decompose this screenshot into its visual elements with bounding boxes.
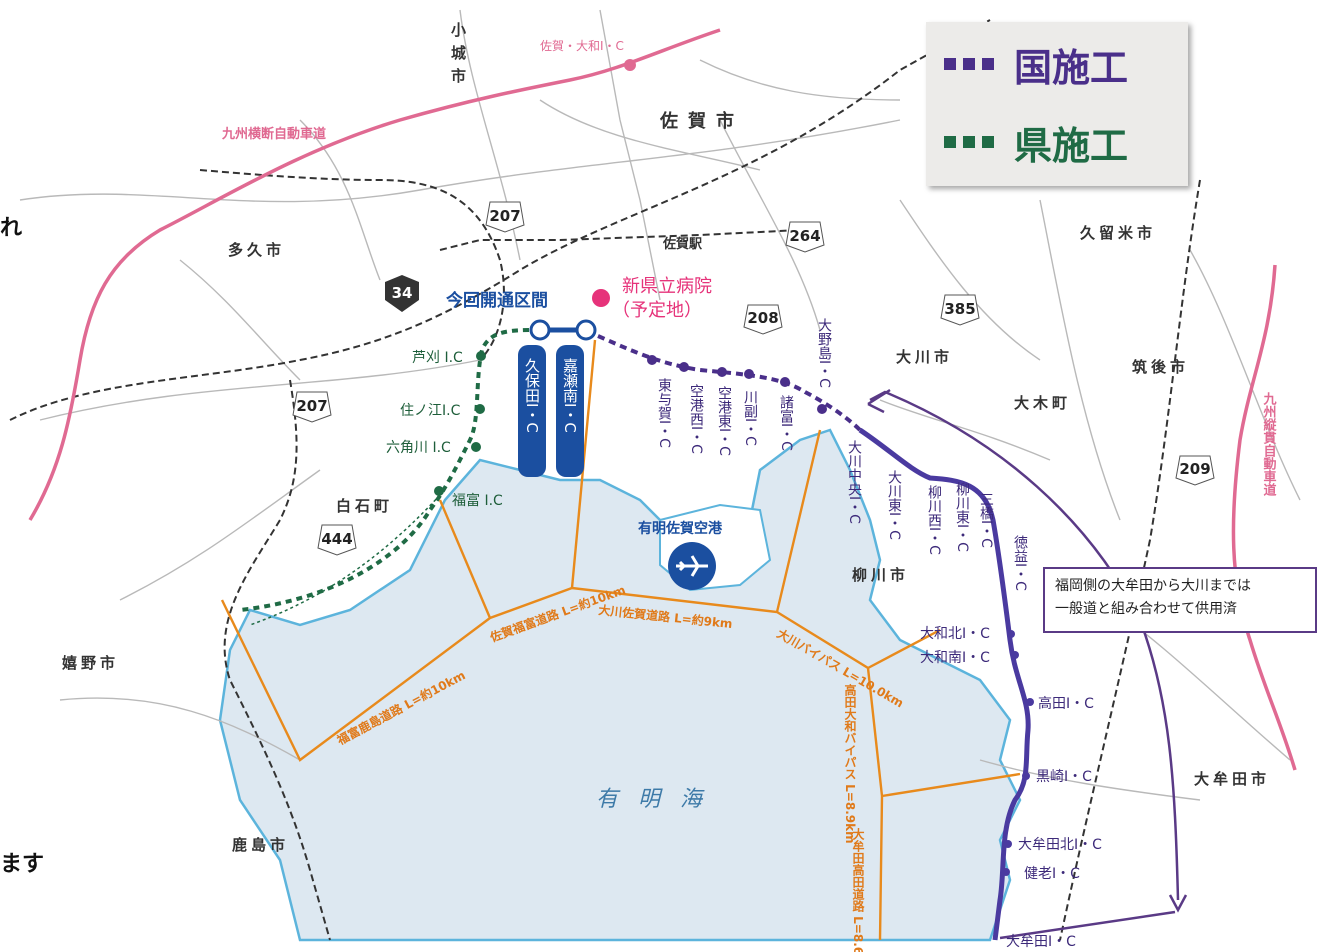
ic-yamatokita: 大和北I・C [920,626,990,642]
ic-kawasoe: 川副I・C [742,390,758,446]
label-hospital-1: 新県立病院 [622,276,712,297]
ic-higashiyoka: 東与賀I・C [656,378,672,448]
opening-section [518,319,597,477]
prefecture-route [239,328,541,612]
city-omuta: 大牟田市 [1194,770,1270,788]
label-opening-section: 今回開通区間 [446,290,548,311]
kubota-ic-label-box [518,345,546,477]
purple-ic-dots [647,355,827,414]
city-ogi: 小城市 [449,22,467,91]
legend-national-label: 国施工 [1014,45,1129,90]
city-okawa: 大川市 [896,348,953,366]
ic-kukohigashi: 空港東I・C [716,386,732,456]
ic-onoshima: 大野島I・C [816,318,832,388]
road-omuta-takata: 大牟田高田道路 L=8.6km [851,827,865,952]
route-shields: 207 264 34 208 385 207 209 444 [292,201,1215,556]
ic-mitsuhashi: 三橋I・C [978,492,994,548]
ic-yanagawanishi: 柳川西I・C [926,484,942,555]
ic-tokumasu: 徳益I・C [1012,535,1028,591]
city-labels: 小城市 佐賀市 多久市 久留米市 大川市 筑後市 大木町 白石町 柳川市 嬉野市… [61,22,1270,854]
ic-kasenami: 嘉瀬南I・C [561,358,579,433]
national-route-solid [858,427,1031,941]
route-208: 208 [747,309,778,327]
city-taku: 多久市 [228,241,285,259]
label-saga-yamato-ic: 佐賀・大和I・C [540,39,624,53]
ic-suminoe: 住ノ江I.C [400,403,461,419]
national-route-dotted [597,334,862,432]
label-sea: 有明海 [596,787,722,812]
kasenami-ic-label-box [556,345,584,477]
label-kyushu-odan: 九州横断自動車道 [221,126,326,142]
route-209: 209 [1179,460,1210,478]
ic-kurosaki: 黒崎I・C [1036,769,1092,785]
label-kyushu-jukan: 九州縦貫自動車道 [1261,392,1278,497]
ic-okawahigashi: 大川東I・C [886,470,902,540]
route-264: 264 [789,227,820,245]
expressways [28,28,1297,771]
ic-omutakita: 大牟田北I・C [1018,837,1102,853]
road-takata-yamato: 高田大和バイパス L=8.9km [843,683,857,844]
ic-morodomi: 諸富I・C [778,395,794,451]
legend-national: 国施工 [926,34,1188,94]
orange-road-sections [220,339,1021,941]
ic-takata: 高田I・C [1038,695,1094,712]
purple-horizontal-ic-dots [1002,630,1034,876]
route-34: 34 [392,284,413,302]
ic-okawachuo: 大川中央I・C [846,440,862,524]
ic-fukudomi: 福富 I.C [452,492,503,509]
label-hospital-2: （予定地） [612,300,702,321]
purple-horizontal-ic-labels: 大和北I・C 大和南I・C 高田I・C 黒崎I・C 大牟田北I・C 健老I・C … [920,626,1102,950]
route-385: 385 [944,300,975,318]
edge-fragment-2: ます [0,852,45,877]
city-shiroishi: 白石町 [336,497,393,515]
note-box: 福岡側の大牟田から大川までは 一般道と組み合わせて供用済 [1043,567,1317,633]
note-line-2: 一般道と組み合わせて供用済 [1055,601,1237,617]
legend-prefecture: 県施工 [926,112,1188,172]
city-chikugo: 筑後市 [1131,358,1189,376]
label-airport: 有明佐賀空港 [638,520,723,537]
city-kashima: 鹿島市 [232,836,289,854]
city-saga: 佐賀市 [659,110,744,132]
legend: 国施工 県施工 [926,22,1188,186]
ic-omuta: 大牟田I・C [1006,934,1076,950]
purple-vertical-ic-labels: 東与賀I・C 空港西I・C 空港東I・C 川副I・C 諸富I・C 大野島I・C … [656,318,1028,591]
green-ic-dots [434,351,486,496]
city-kurume: 久留米市 [1080,224,1156,242]
edge-fragment-1: れ [0,216,23,241]
saga-yamato-ic-dot [624,59,636,71]
hospital-marker [592,289,610,307]
prefecture-route-thin [249,494,441,626]
city-oki: 大木町 [1014,394,1071,412]
ic-ashikari: 芦刈 I.C [412,350,463,366]
ic-rokkakugawa: 六角川 I.C [386,440,451,456]
legend-prefecture-label: 県施工 [1014,123,1129,168]
ic-kenro: 健老I・C [1024,866,1080,882]
railways [9,19,1201,941]
route-444: 444 [321,530,352,548]
city-yanagawa: 柳川市 [852,566,909,584]
legend-prefecture-swatch [944,136,994,148]
ariake-sea [218,428,1022,942]
note-line-1: 福岡側の大牟田から大川までは [1055,578,1251,594]
route-207-west: 207 [296,397,327,415]
label-saga-station: 佐賀駅 [662,236,703,252]
route-207-north: 207 [489,207,520,225]
ic-kukonishi: 空港西I・C [688,384,704,454]
ic-yamatominami: 大和南I・C [920,650,990,666]
airport-icon [668,542,716,590]
ic-kubota: 久保田I・C [523,358,541,433]
legend-national-swatch [944,58,994,70]
ic-yanagawahigashi: 柳川東I・C [954,481,970,552]
city-ureshino: 嬉野市 [61,654,119,672]
